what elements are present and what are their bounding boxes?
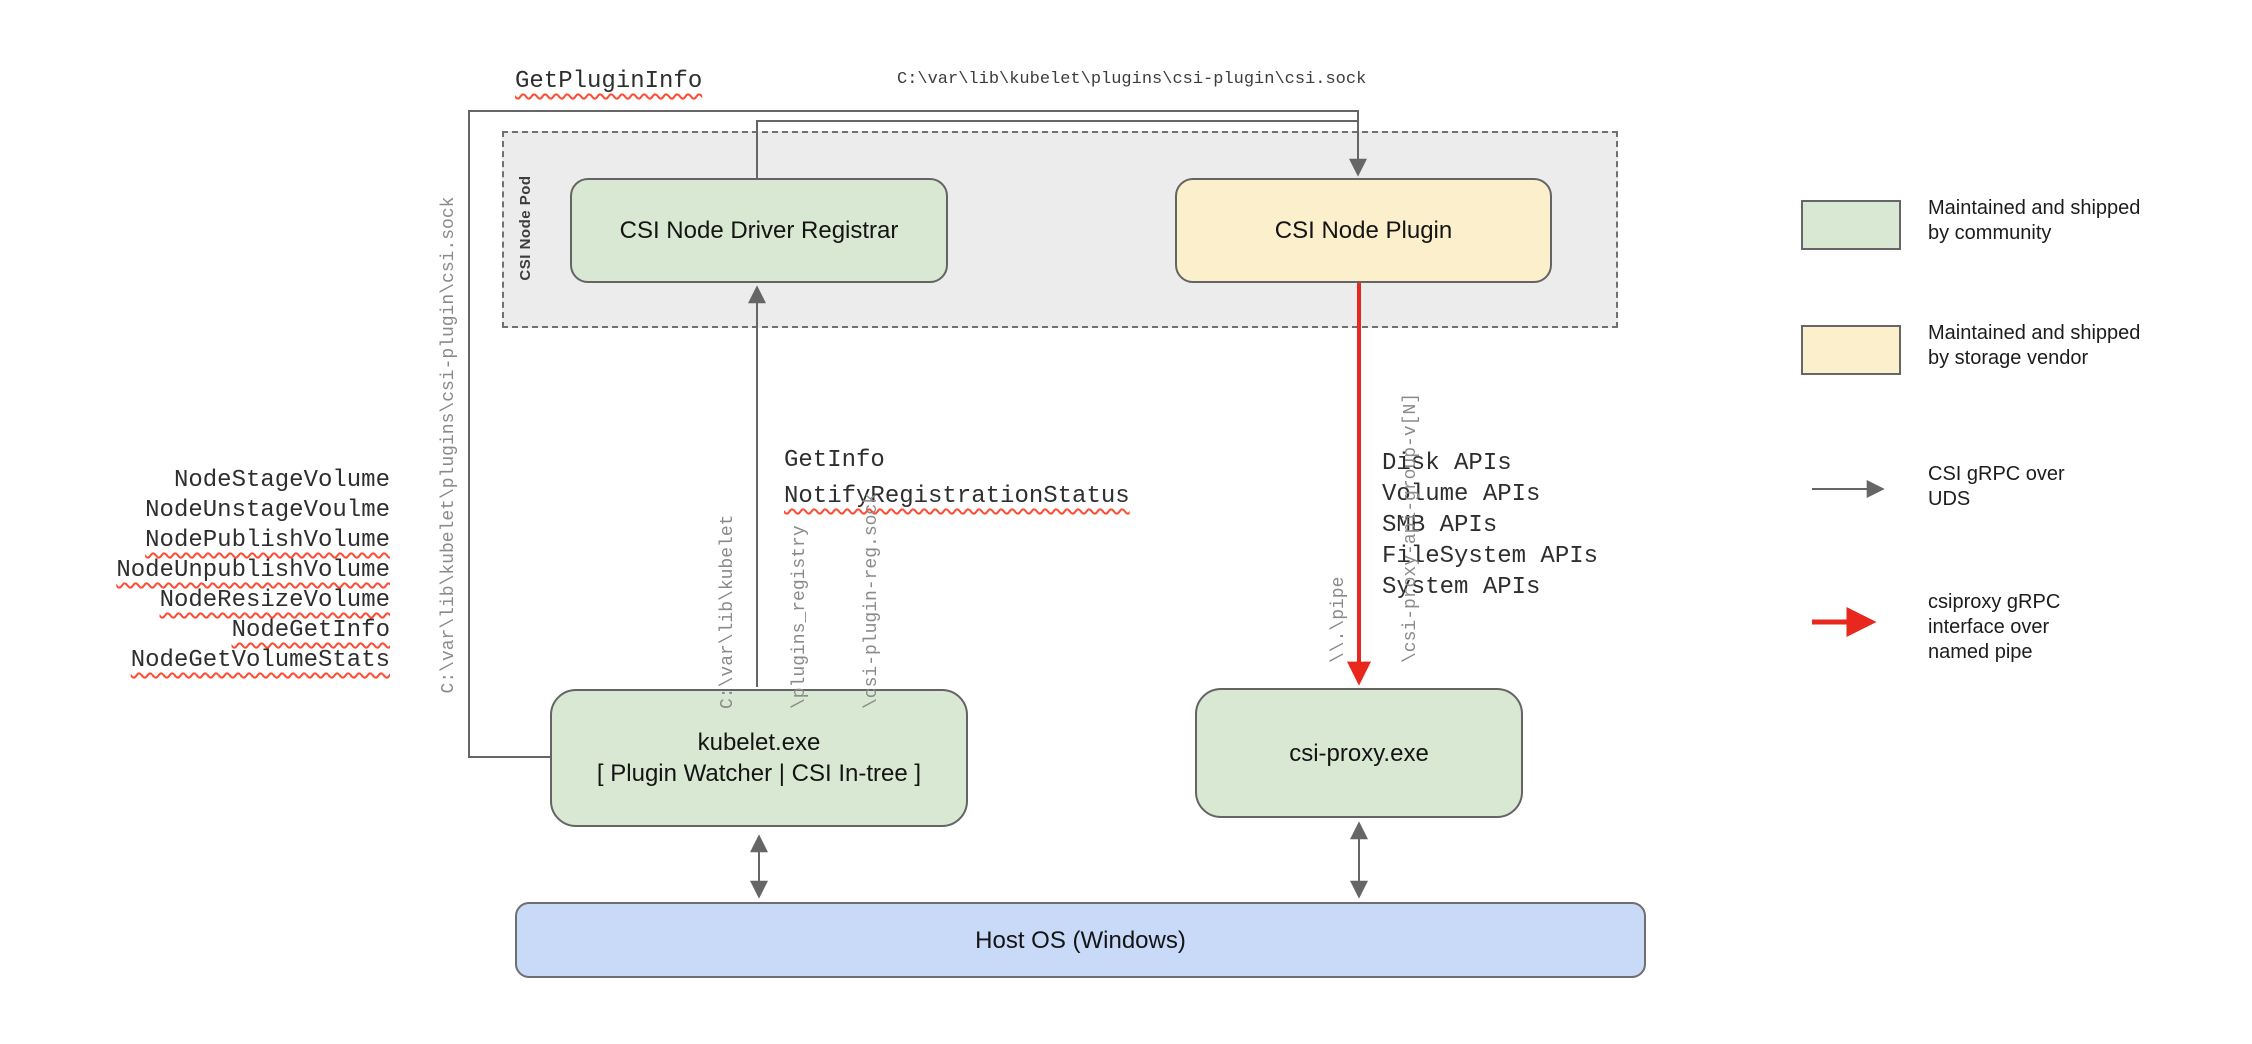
kubelet-label-line1: kubelet.exe	[697, 729, 821, 756]
legend-text-line: UDS	[1928, 488, 1971, 510]
csi-proxy-api-list: Disk APIs Volume APIs SMB APIs FileSyste…	[1382, 448, 1598, 603]
csi-sock-path-left-rotated: C:\var\lib\kubelet\plugins\csi-plugin\cs…	[439, 196, 459, 694]
legend-text-line: interface over	[1928, 616, 2050, 638]
csi-proxy-box: csi-proxy.exe	[1195, 688, 1523, 818]
legend-text-line: named pipe	[1928, 641, 2033, 663]
registry-path-line: \plugins_registry	[790, 525, 810, 709]
legend-community-label: Maintained and shipped by community	[1928, 196, 2140, 246]
node-call-label: NodeGetInfo	[231, 617, 390, 644]
node-call-label: NodeGetVolumeStats	[130, 647, 390, 674]
legend-text-line: by storage vendor	[1928, 347, 2089, 369]
node-call-label: NodePublishVolume	[145, 527, 390, 554]
pipe-path-line: \csi-proxy-api-group-v[N]	[1401, 392, 1421, 663]
legend-vendor-label: Maintained and shipped by storage vendor	[1928, 321, 2140, 371]
api-list-item: Volume APIs	[1382, 481, 1541, 508]
node-call-label: NodeResizeVolume	[159, 587, 390, 614]
csi-node-pod-label: CSI Node Pod	[517, 175, 534, 281]
kubelet-box: kubelet.exe [ Plugin Watcher | CSI In-tr…	[550, 689, 968, 827]
csiproxy-label: csi-proxy.exe	[1289, 739, 1429, 767]
legend-text-line: CSI gRPC over	[1928, 463, 2065, 485]
plugin-registry-path-rotated: C:\var\lib\kubelet \plugins_registry \cs…	[668, 469, 882, 709]
api-list-item: System APIs	[1382, 574, 1541, 601]
named-pipe-path-rotated: \\.\pipe \csi-proxy-api-group-v[N]	[1279, 363, 1421, 663]
legend-text-line: by community	[1928, 222, 2052, 244]
kubelet-label-line2: [ Plugin Watcher | CSI In-tree ]	[596, 760, 922, 787]
pipe-path-line: \\.\pipe	[1329, 576, 1349, 663]
legend-text-line: csiproxy gRPC	[1928, 591, 2061, 613]
registry-path-line: C:\var\lib\kubelet	[718, 514, 738, 709]
csi-sock-path-top-label: C:\var\lib\kubelet\plugins\csi-plugin\cs…	[897, 70, 1367, 89]
csi-node-plugin-box: CSI Node Plugin	[1175, 178, 1552, 283]
legend-uds-label: CSI gRPC over UDS	[1928, 462, 2065, 512]
api-list-item: SMB APIs	[1382, 512, 1498, 539]
get-plugin-info-label: GetPluginInfo	[515, 68, 703, 95]
registrar-label: CSI Node Driver Registrar	[619, 217, 899, 244]
hostos-label: Host OS (Windows)	[975, 926, 1186, 954]
api-list-item: Disk APIs	[1382, 450, 1512, 477]
plugin-label: CSI Node Plugin	[1274, 217, 1453, 244]
legend-vendor-swatch	[1801, 325, 1901, 375]
host-os-box: Host OS (Windows)	[515, 902, 1646, 978]
csi-node-driver-registrar-box: CSI Node Driver Registrar	[570, 178, 948, 283]
legend-text-line: Maintained and shipped	[1928, 197, 2141, 219]
node-call-label: NodeUnstageVoulme	[145, 497, 390, 524]
legend-namedpipe-label: csiproxy gRPC interface over named pipe	[1928, 590, 2060, 665]
node-call-list: NodeStageVolume NodeUnstageVoulme NodePu…	[90, 466, 390, 676]
node-call-label: NodeStageVolume	[173, 467, 390, 494]
legend-community-swatch	[1801, 200, 1901, 250]
api-list-item: FileSystem APIs	[1382, 543, 1599, 570]
registry-path-line: \csi-plugin-reg.sock	[862, 492, 882, 709]
legend-text-line: Maintained and shipped	[1928, 322, 2141, 344]
node-call-label: NodeUnpublishVolume	[116, 557, 390, 584]
